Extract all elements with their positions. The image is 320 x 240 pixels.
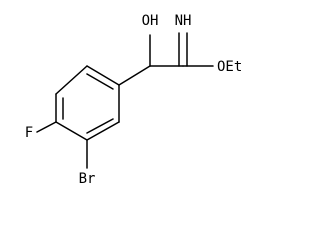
bromine-label: Br bbox=[79, 171, 96, 187]
imine-label: NH bbox=[175, 13, 192, 29]
ring-bond-top-right bbox=[86, 65, 120, 86]
hydroxyl-label: OH bbox=[142, 13, 159, 29]
bond-ring-to-alpha-carbon bbox=[118, 65, 151, 86]
ring-bond-bottom-right bbox=[86, 121, 120, 141]
ethoxy-label: OEt bbox=[217, 59, 242, 75]
chemical-structure-diagram: OH NH OEt F Br bbox=[25, 13, 243, 187]
fluorine-label: F bbox=[25, 125, 33, 141]
bond-ring-to-fluorine bbox=[36, 121, 57, 133]
benzene-ring bbox=[55, 65, 120, 141]
ring-double-bond-bottom-right bbox=[86, 118, 114, 134]
ring-double-bond-top bbox=[86, 73, 114, 90]
ring-bond-top-left bbox=[55, 65, 88, 95]
ring-bond-bottom-left bbox=[55, 121, 88, 141]
